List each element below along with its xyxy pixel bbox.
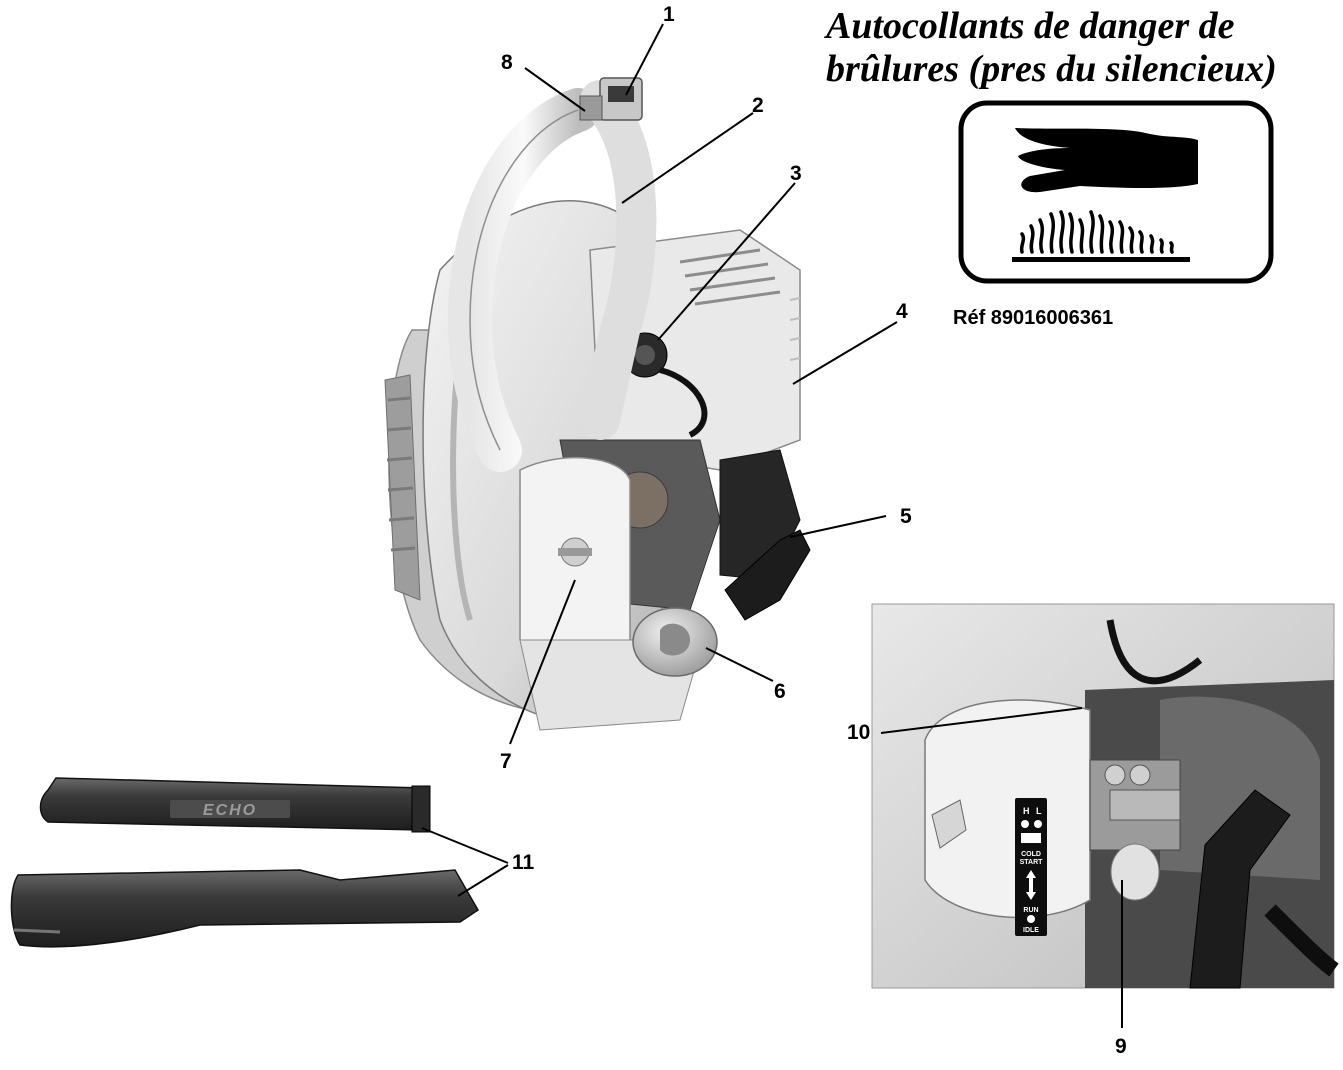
- burn-warning-decal: [958, 100, 1274, 284]
- decal-l-label: L: [1036, 806, 1042, 816]
- decal-h-label: H: [1023, 806, 1030, 816]
- callout-2: 2: [752, 94, 764, 117]
- warning-title-line-1: Autocollants de danger de: [826, 5, 1235, 47]
- callout-6: 6: [774, 680, 786, 703]
- blower-photo: [384, 77, 811, 731]
- callout-5: 5: [900, 505, 912, 528]
- decal-cold-label: COLD: [1021, 851, 1041, 858]
- callout-8: 8: [501, 51, 513, 74]
- decal-idle-label: IDLE: [1023, 927, 1039, 934]
- tube-logo: ECHO: [203, 802, 257, 819]
- warning-title-line-2: brûlures (pres du silencieux): [826, 48, 1277, 90]
- callout-3: 3: [790, 162, 802, 185]
- carburetor-photo: H L COLD START RUN IDLE: [871, 603, 1339, 989]
- heat-flames-icon: [1019, 210, 1174, 254]
- warning-reference: Réf 89016006361: [953, 307, 1114, 329]
- decal-arrow-icon: [1026, 870, 1036, 900]
- carb-decal: H L COLD START RUN IDLE: [1015, 798, 1047, 936]
- callout-4: 4: [896, 300, 908, 323]
- decal-start-label: START: [1020, 859, 1044, 866]
- blower-tubes: ECHO: [10, 777, 480, 948]
- callout-11: 11: [512, 851, 535, 874]
- callout-7: 7: [500, 750, 512, 773]
- leader-lines: [421, 23, 1123, 1028]
- hand-icon: [1015, 128, 1198, 193]
- decal-run-label: RUN: [1023, 907, 1038, 914]
- callout-1: 1: [663, 3, 675, 26]
- callout-9: 9: [1115, 1035, 1127, 1058]
- callout-10: 10: [847, 721, 871, 744]
